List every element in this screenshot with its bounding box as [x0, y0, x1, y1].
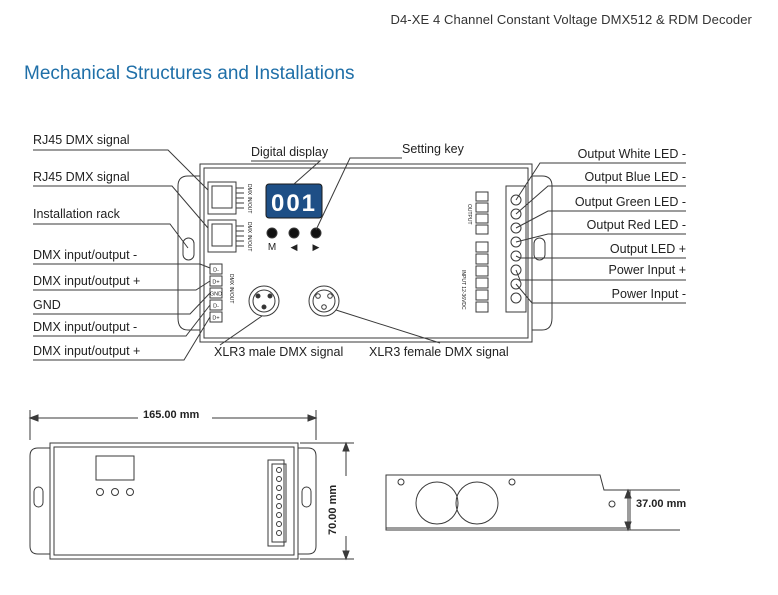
key-label-left: ◀ — [291, 243, 298, 253]
label-dmx-io-plus-2: DMX input/output + — [33, 344, 141, 358]
dim-side-height-label: 37.00 mm — [636, 498, 687, 510]
label-xlr3-male: XLR3 male DMX signal — [214, 345, 344, 359]
label-output-led-plus: Output LED + — [609, 242, 686, 256]
rj45-port-2 — [207, 219, 244, 253]
label-digital-display: Digital display — [251, 145, 329, 159]
output-label: OUTPUT — [466, 204, 472, 225]
device-side-view — [385, 474, 680, 532]
dmx-io-label: DMX IN/OUT — [228, 274, 234, 303]
key-right — [310, 227, 322, 239]
key-m — [266, 227, 278, 239]
label-dmx-io-minus-2: DMX input/output - — [33, 320, 138, 334]
label-setting-key: Setting key — [402, 142, 464, 156]
terminal-label-gnd: GND — [210, 292, 222, 298]
label-power-minus: Power Input - — [611, 287, 686, 301]
label-rj45-top: RJ45 DMX signal — [33, 133, 130, 147]
terminal-label-d-minus-2: D- — [213, 304, 219, 310]
display-digits: 001 — [271, 190, 317, 217]
key-label-m: M — [268, 242, 276, 253]
label-dmx-io-minus-1: DMX input/output - — [33, 248, 138, 262]
section-title: Mechanical Structures and Installations — [24, 63, 355, 84]
label-output-green: Output Green LED - — [574, 195, 686, 209]
terminal-label-d-minus-1: D- — [213, 268, 219, 274]
terminal-label-d-plus-1: D+ — [212, 280, 219, 286]
key-left — [288, 227, 300, 239]
input-label: INPUT 12-36VDC — [460, 270, 466, 310]
label-output-white: Output White LED - — [577, 147, 686, 161]
right-mount-slot — [533, 237, 546, 261]
label-xlr3-female: XLR3 female DMX signal — [369, 345, 509, 359]
device-top-view — [177, 163, 553, 343]
leader-lines-left — [33, 149, 211, 361]
output-terminal-block — [475, 191, 489, 313]
key-label-right: ▶ — [313, 243, 320, 253]
label-dmx-io-plus-1: DMX input/output + — [33, 274, 141, 288]
header-title: D4-XE 4 Channel Constant Voltage DMX512 … — [390, 12, 752, 27]
terminal-label-d-plus-2: D+ — [212, 316, 219, 322]
rj45-port-1 — [207, 181, 244, 215]
label-gnd: GND — [33, 298, 61, 312]
label-power-plus: Power Input + — [608, 263, 686, 277]
label-rj45-bottom: RJ45 DMX signal — [33, 170, 130, 184]
rj45-port-2-label: DMX IN/OUT — [246, 222, 252, 251]
label-output-blue: Output Blue LED - — [584, 170, 686, 184]
label-output-red: Output Red LED - — [586, 218, 686, 232]
label-installation-rack: Installation rack — [33, 207, 120, 221]
rj45-port-1-label: DMX IN/OUT — [246, 184, 252, 213]
xlr3-male-connector — [248, 285, 280, 317]
leader-lines-right — [515, 162, 686, 304]
dim-width-label: 165.00 mm — [143, 409, 200, 421]
screw-terminals — [510, 194, 522, 304]
device-front-view — [28, 410, 354, 561]
left-mount-slot — [182, 237, 195, 261]
xlr3-female-connector — [308, 285, 340, 317]
leader-lines-center — [219, 157, 441, 346]
